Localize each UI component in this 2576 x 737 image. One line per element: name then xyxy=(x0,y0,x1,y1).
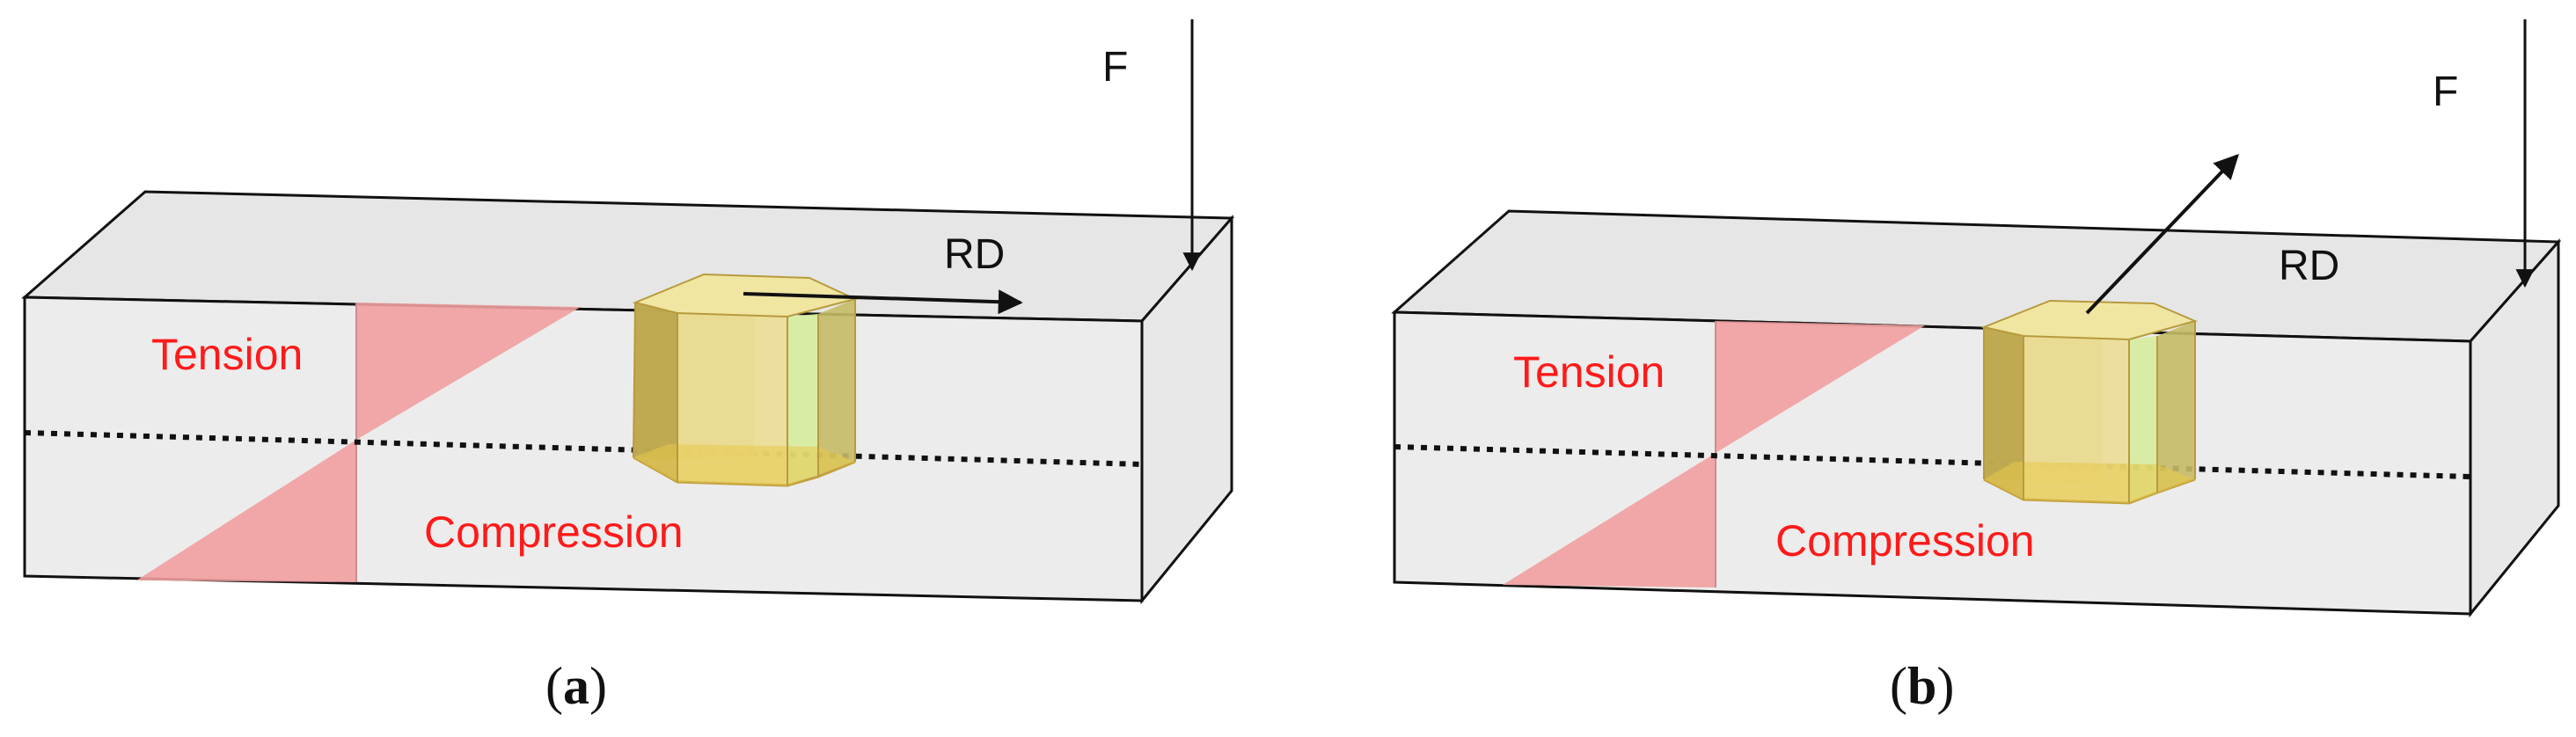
hex-crystal-a xyxy=(632,273,858,487)
direction-label-b: RD xyxy=(2279,243,2339,289)
direction-label-a: RD xyxy=(944,231,1005,278)
panel-b: F RD Tension Compression (b) xyxy=(1391,19,2562,715)
compression-label-b: Compression xyxy=(1775,516,2035,566)
tension-label-a: Tension xyxy=(151,330,303,379)
tension-region-b xyxy=(1716,321,1925,453)
rd-arrow-b xyxy=(2085,153,2239,315)
caption-a: (a) xyxy=(545,657,607,715)
compression-region-b xyxy=(1503,453,1716,587)
rd-arrow-a xyxy=(743,289,1023,315)
tension-label-b: Tension xyxy=(1513,347,1665,397)
neutral-axis-a xyxy=(24,430,1145,467)
panel-a: F RD Tension Compression (a) xyxy=(21,19,1235,715)
compression-label-a: Compression xyxy=(424,507,684,557)
tension-region-a xyxy=(356,303,581,440)
compression-region-a xyxy=(136,440,356,582)
force-label-a: F xyxy=(1102,44,1128,91)
hex-crystal-b xyxy=(1980,299,2199,505)
force-label-b: F xyxy=(2433,69,2458,115)
caption-b: (b) xyxy=(1890,657,1954,715)
